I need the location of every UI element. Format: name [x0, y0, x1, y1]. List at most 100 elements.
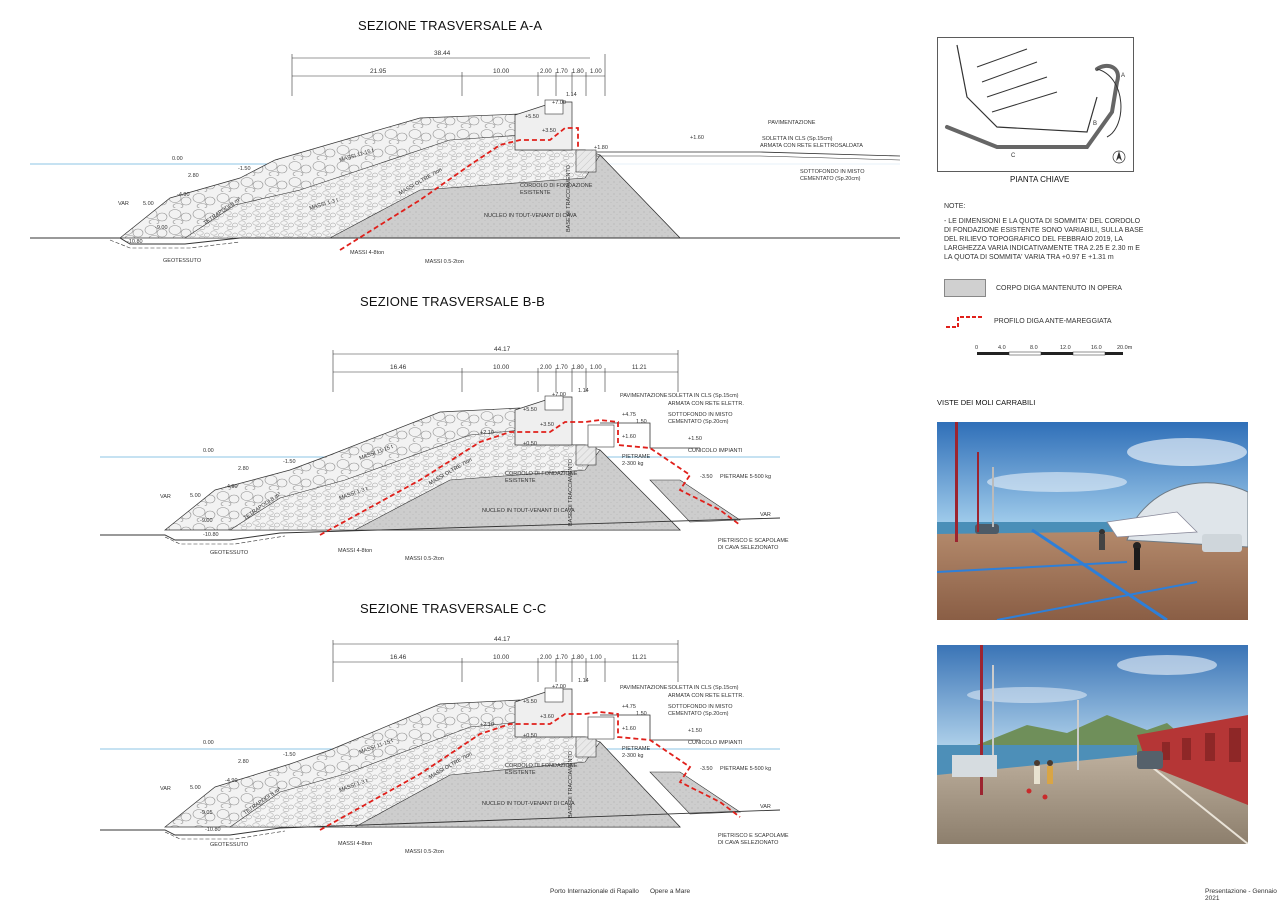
label-c-e13: +0.50: [523, 733, 537, 739]
label-a-e2: +3.50: [542, 128, 556, 134]
label-c-e0: +5.50: [523, 699, 537, 705]
label-a-sotto: SOTTOFONDO IN MISTO: [800, 169, 865, 175]
geotextile-a: [109, 239, 241, 249]
dim-c-3: 1.70: [556, 655, 568, 661]
label-b-armata: ARMATA CON RETE ELETTR.: [668, 401, 744, 407]
label-b-d2: 1.14: [578, 388, 589, 394]
label-c-soletta: SOLETTA IN CLS (Sp.15cm): [668, 685, 739, 691]
label-c-e6: 0.00: [203, 740, 214, 746]
label-b-cem: CEMENTATO (Sp.20cm): [668, 419, 729, 425]
dim-c-6: 11.21: [632, 655, 647, 661]
dim-c-0: 16.46: [390, 654, 407, 661]
key-plan-marker-b: B: [1093, 121, 1097, 127]
label-a-e8: -9.00: [155, 225, 168, 231]
label-a-cem: CEMENTATO (Sp.20cm): [800, 176, 861, 182]
label-b-cunicolo: CUNICOLO IMPIANTI: [688, 448, 743, 454]
label-b-massi48: MASSI 4-8ton: [338, 548, 372, 554]
dim-b-3: 1.70: [556, 365, 568, 371]
legend-swatch-red-dashed: [946, 316, 982, 328]
label-a-geo: GEOTESSUTO: [163, 258, 202, 264]
crown-parapet-c: [544, 687, 564, 703]
label-a-e7: -4.90: [177, 192, 190, 198]
label-a-esistente: ESISTENTE: [520, 190, 551, 196]
label-b-e8: -4.90: [225, 484, 238, 490]
label-c-e10: -10.80: [205, 827, 221, 833]
label-b-nucleo: NUCLEO IN TOUT-VENANT DI CAVA: [482, 508, 575, 514]
section-title-a: SEZIONE TRASVERSALE A-A: [358, 18, 543, 33]
legend-swatch-grey: [944, 279, 986, 297]
label-a-e4: +1.80: [594, 145, 608, 151]
label-c-e3: +4.75: [622, 704, 636, 710]
dim-b-0: 16.46: [390, 364, 407, 371]
key-plan: A B C: [937, 37, 1134, 172]
label-c-base: BASE DI TRACCIAMENTO: [568, 750, 574, 818]
label-c-d2: 1.14: [578, 678, 589, 684]
dim-b-4: 1.80: [572, 365, 584, 371]
pre-storm-profile-a: [339, 127, 579, 251]
geotextile-b: [164, 535, 286, 545]
label-a-massi48: MASSI 4-8ton: [350, 250, 384, 256]
label-b-e10: -10.80: [203, 532, 219, 538]
footer-mid: Opere a Mare: [650, 888, 691, 895]
render-view-2: [937, 645, 1248, 844]
label-c-e9: -9.05: [200, 810, 213, 816]
label-c-pav: PAVIMENTAZIONE: [620, 685, 668, 691]
dimension-chain-c: [332, 640, 679, 682]
dim-c-2: 2.00: [540, 655, 552, 661]
label-b-d0: 2.80: [238, 466, 249, 472]
foundation-curb-b: [575, 444, 597, 466]
label-b-e12: +2.10: [480, 430, 494, 436]
views-title: VISTE DEI MOLI CARRABILI: [937, 398, 1036, 407]
label-a-d0: 2.80: [188, 173, 199, 179]
label-c-cordolo: CORDOLO DI FONDAZIONE: [505, 763, 578, 769]
dim-a-2: 2.00: [540, 69, 552, 75]
label-c-e5: +1.50: [688, 728, 702, 734]
label-c-d6: 1.50: [636, 711, 647, 717]
label-b-esistente: ESISTENTE: [505, 478, 536, 484]
label-a-e1: +7.00: [552, 100, 566, 106]
label-b-e13: +0.50: [523, 441, 537, 447]
foundation-curb-a: [575, 149, 597, 173]
pavement-line-a: [596, 151, 900, 157]
label-a-base: BASE DI TRACCIAMENTO: [566, 164, 572, 232]
label-c-armata: ARMATA CON RETE ELETTR.: [668, 693, 744, 699]
section-title-c: SEZIONE TRASVERSALE C-C: [360, 601, 547, 616]
label-b-var: VAR: [160, 494, 171, 500]
quay-c: [600, 714, 700, 741]
crown-parapet-b: [544, 395, 564, 411]
label-c-e11: -3.50: [700, 766, 713, 772]
dimension-chain-b: [332, 350, 679, 392]
label-a-e3: +1.60: [690, 135, 704, 141]
label-c-e7: -1.50: [283, 752, 296, 758]
dim-a-3: 1.70: [556, 69, 568, 75]
quay-b: [600, 422, 700, 449]
label-b-d6: 1.50: [636, 419, 647, 425]
label-c-massi052: MASSI 0.5-2ton: [405, 849, 444, 855]
label-a-e5: 0.00: [172, 156, 183, 162]
label-c-massi48: MASSI 4-8ton: [338, 841, 372, 847]
label-a-massi052: MASSI 0.5-2ton: [425, 259, 464, 265]
notes-text: - LE DIMENSIONI E LA QUOTA DI SOMMITA' D…: [944, 218, 1144, 261]
dim-c-4: 1.80: [572, 655, 584, 661]
label-a-armata: ARMATA CON RETE ELETTROSALDATA: [760, 143, 863, 149]
pre-storm-profile-b: [319, 419, 741, 536]
crown-wall-a: [514, 101, 573, 151]
scale-tick-5: 20.0m: [1117, 345, 1133, 351]
label-a-d1: 5.00: [143, 201, 154, 207]
label-c-pietrame: PIETRAME: [622, 746, 650, 752]
seabed-a: [30, 237, 900, 245]
seabed-c: [100, 809, 781, 836]
pavement-line-a2: [596, 155, 900, 161]
label-a-nucleo: NUCLEO IN TOUT-VENANT DI CAVA: [484, 213, 577, 219]
key-plan-marker-a: A: [1121, 73, 1125, 79]
scale-tick-2: 8.0: [1030, 345, 1038, 351]
footer-right: Presentazione - Gennaio 2021: [1205, 888, 1277, 902]
scale-tick-0: 0: [975, 345, 978, 351]
dim-total-a: 38.44: [434, 50, 451, 57]
label-a-cordolo: CORDOLO DI FONDAZIONE: [520, 183, 593, 189]
label-c-e2: +3.60: [540, 714, 554, 720]
label-a-e0: +5.50: [525, 114, 539, 120]
foundation-curb-c: [575, 736, 597, 758]
label-b-soletta: SOLETTA IN CLS (Sp.15cm): [668, 393, 739, 399]
section-a-drawing: 38.44 21.95 10.00 2.00 1.70 1.80 1.00 PA…: [30, 50, 900, 265]
